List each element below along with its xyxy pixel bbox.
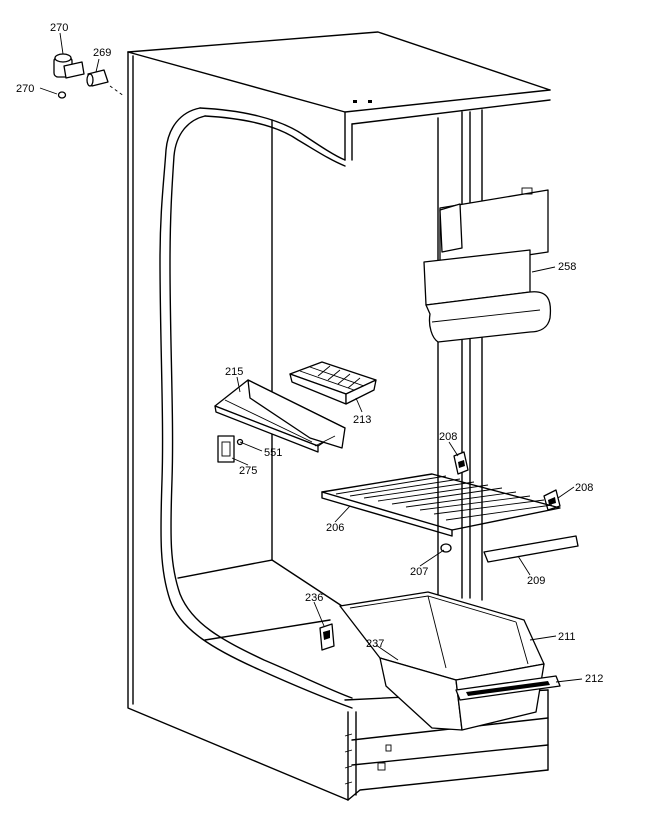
wire-shelf xyxy=(321,473,561,537)
storage-pan xyxy=(339,591,545,731)
callout-labels: 270 269 270 258 215 213 551 275 208 208 … xyxy=(16,22,603,685)
callout-215: 215 xyxy=(225,366,243,378)
callout-211: 211 xyxy=(558,631,576,643)
callout-209: 209 xyxy=(527,575,545,587)
pan-support-left xyxy=(319,623,335,651)
cabinet-body xyxy=(127,31,551,801)
fill-tube-part xyxy=(86,69,125,97)
callout-551: 551 xyxy=(264,447,282,459)
callout-207: 207 xyxy=(410,566,428,578)
callout-208-b: 208 xyxy=(575,482,593,494)
callout-270-top: 270 xyxy=(50,22,68,34)
liner-flange xyxy=(159,107,353,709)
shelf-support-left xyxy=(453,451,469,475)
callout-236: 236 xyxy=(305,592,323,604)
shelf-trim-strip xyxy=(483,535,579,563)
callout-237: 237 xyxy=(366,638,384,650)
pan-cover-trim xyxy=(455,675,561,701)
callout-208-a: 208 xyxy=(439,431,457,443)
leader-lines xyxy=(39,32,583,683)
switch-part xyxy=(217,435,244,463)
callout-206: 206 xyxy=(326,522,344,534)
small-shelf-bin xyxy=(214,379,346,453)
callout-269: 269 xyxy=(93,47,111,59)
callout-213: 213 xyxy=(353,414,371,426)
callout-270-left: 270 xyxy=(16,83,34,95)
callout-275: 275 xyxy=(239,465,257,477)
callout-212: 212 xyxy=(585,673,603,685)
ice-cube-tray xyxy=(289,361,377,405)
callout-258: 258 xyxy=(558,261,576,273)
water-valve-fitting xyxy=(53,53,85,99)
ice-maker-bracket xyxy=(423,187,552,343)
